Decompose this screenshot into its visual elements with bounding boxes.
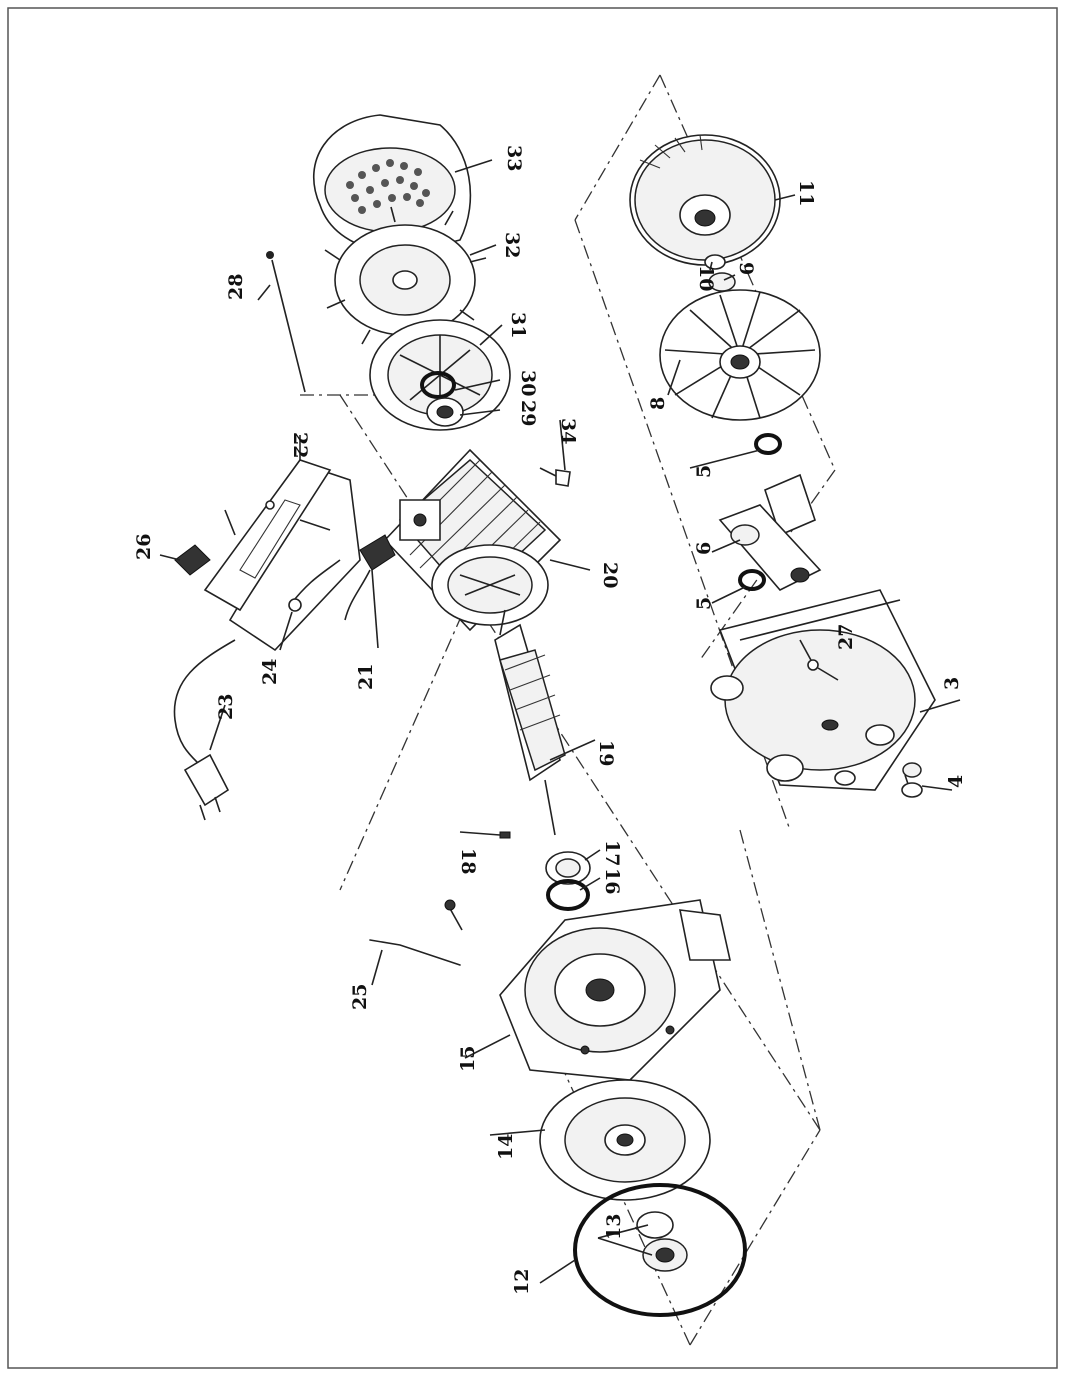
- key-part: [499, 831, 511, 839]
- plug-part-4: [901, 762, 923, 798]
- nut-part: [704, 254, 736, 292]
- label-33: 33: [503, 145, 525, 171]
- rotor-part: [494, 609, 566, 836]
- page-frame: [7, 7, 1058, 1369]
- label-12: 12: [511, 1269, 533, 1295]
- impeller-cover-part: [629, 134, 781, 266]
- ejector-part: [718, 473, 822, 591]
- label-6: 6: [693, 542, 715, 555]
- label-9: 9: [735, 262, 757, 275]
- label-18: 18: [457, 848, 479, 874]
- label-31: 31: [507, 312, 529, 338]
- switch-part: [174, 509, 236, 576]
- fan-part: [324, 206, 487, 351]
- label-24: 24: [259, 659, 281, 685]
- label-30: 30: [517, 370, 539, 396]
- stator-housing-part: [383, 448, 562, 632]
- label-15: 15: [457, 1046, 479, 1072]
- label-20: 20: [599, 562, 621, 588]
- cable-gland-part: [288, 559, 341, 612]
- label-11: 11: [795, 180, 817, 206]
- label-3: 3: [941, 677, 963, 690]
- terminal-box-cover-part: [203, 459, 361, 652]
- impeller-part: [659, 289, 821, 421]
- label-5-lower: 5: [693, 597, 715, 610]
- priming-tube-part: [369, 899, 463, 966]
- o-rings-part: [738, 433, 782, 591]
- diffuser-part: [539, 1079, 711, 1201]
- assembly-outline: [300, 74, 836, 1346]
- label-23: 23: [215, 694, 237, 720]
- seal-part: [545, 851, 591, 911]
- tie-rod-part: [266, 251, 306, 393]
- label-29: 29: [517, 400, 539, 426]
- screws-part-34: [539, 467, 571, 487]
- label-10: 10: [695, 265, 717, 291]
- drain-screw-part: [799, 639, 819, 671]
- label-27: 27: [835, 624, 857, 650]
- label-22: 22: [289, 432, 311, 458]
- label-14: 14: [495, 1134, 517, 1160]
- label-5-upper: 5: [693, 465, 715, 478]
- end-shield-part: [369, 319, 511, 431]
- label-16: 16: [601, 868, 623, 894]
- gasket-part: [573, 1183, 747, 1317]
- label-28: 28: [225, 274, 247, 300]
- label-13: 13: [603, 1214, 625, 1240]
- label-21: 21: [355, 664, 377, 690]
- power-cord-part: [173, 639, 236, 821]
- label-4: 4: [945, 775, 967, 788]
- label-19: 19: [595, 740, 617, 766]
- terminal-block-part: [344, 534, 396, 621]
- label-32: 32: [501, 232, 523, 258]
- fan-cover-part: [312, 114, 472, 256]
- label-26: 26: [133, 534, 155, 560]
- label-17: 17: [601, 840, 623, 866]
- pump-bracket-part: [499, 899, 731, 1081]
- label-8: 8: [647, 397, 669, 410]
- label-34: 34: [557, 418, 579, 444]
- part-labels: 33 32 31 30 29 28 22 34 20 21 24 23 26 1…: [133, 145, 967, 1295]
- pump-body-part: [710, 589, 936, 791]
- label-25: 25: [349, 984, 371, 1010]
- leader-lines: [159, 159, 961, 1284]
